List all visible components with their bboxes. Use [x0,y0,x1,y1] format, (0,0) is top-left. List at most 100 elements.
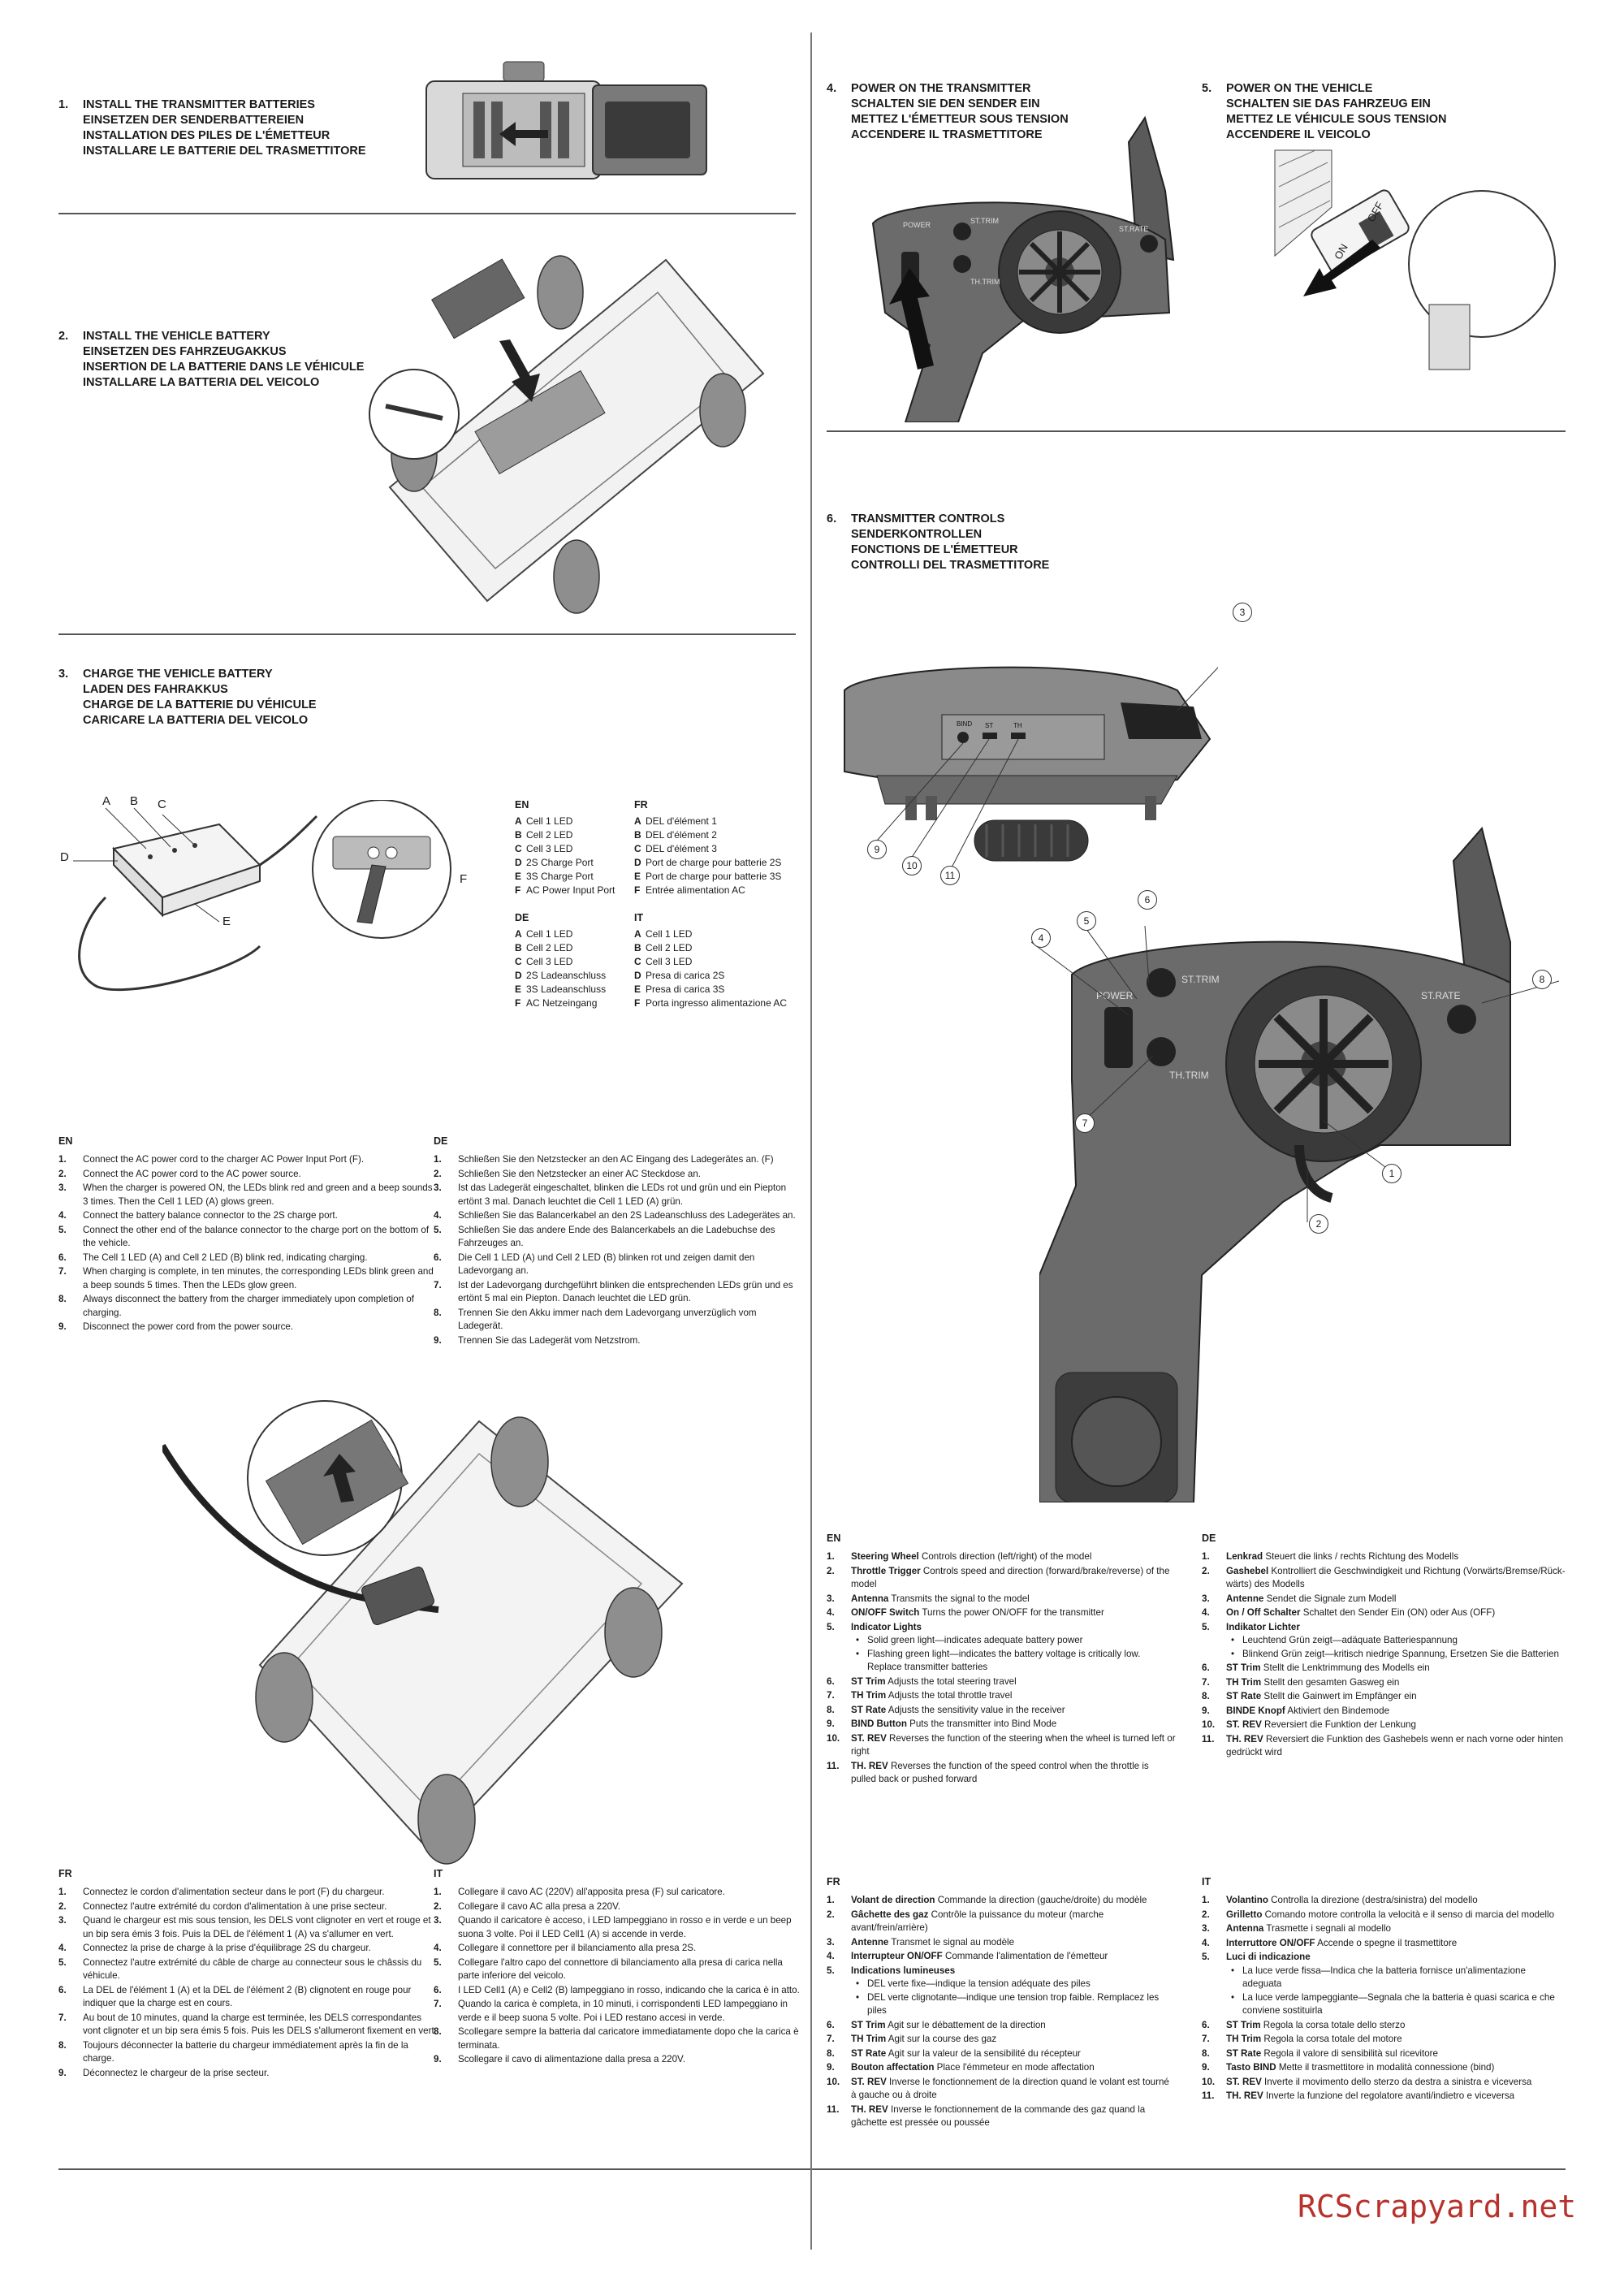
list-item: 7.Quando la carica è completa, in 10 min… [434,1999,788,2023]
divider-step1 [58,213,796,214]
list-item: 5.Indicator LightsSolid green light—indi… [827,1621,1176,1675]
list-item: 4.On / Off Schalter Schaltet den Sender … [1202,1607,1496,1618]
list-item: 5.Indikator LichterLeuchtend Grün zeigt—… [1202,1621,1567,1662]
list-item: 1.Connectez le cordon d'alimentation sec… [58,1887,385,1897]
list-item: 11.TH. REV Reverses the function of the … [827,1760,1149,1785]
list-item: 3.Ist das Ladegerät eingeschaltet, blink… [434,1182,787,1207]
watermark: RCScrapyard.net [1298,2189,1577,2224]
charge-de-list: 1.Schließen Sie den Netzstecker an den A… [434,1153,803,1347]
legend-en-title: EN [515,799,529,811]
charge-de-title: DE [434,1135,448,1147]
callout-4: 4 [1031,928,1051,948]
list-item: 6.The Cell 1 LED (A) and Cell 2 LED (B) … [58,1252,368,1263]
list-item: 4.Connect the battery balance connector … [58,1210,338,1221]
list-item: 1.Volantino Controlla la direzione (dest… [1202,1895,1478,1905]
controls-fr-list: 1.Volant de direction Commande la direct… [827,1894,1176,2130]
list-item: 6.ST Trim Stellt die Lenktrimmung des Mo… [1202,1662,1430,1673]
list-item: 9.Disconnect the power cord from the pow… [58,1321,294,1332]
list-item: 4.Interruttore ON/OFF Accende o spegne i… [1202,1937,1458,1948]
list-item: 2.Schließen Sie den Netzstecker an einer… [434,1168,702,1179]
list-item: 1.Schließen Sie den Netzstecker an den A… [434,1154,774,1165]
legend-it-title: IT [634,912,644,923]
charge-instructions-fr: FR 1.Connectez le cordon d'alimentation … [58,1868,440,2081]
controls-de-list: 1.Lenkrad Steuert die links / rechts Ric… [1202,1550,1567,1760]
controls-fr: FR 1.Volant de direction Commande la dir… [827,1876,1176,2131]
callout-2: 2 [1309,1214,1328,1234]
vehicle-battery-illustration [369,255,765,614]
controls-it-list: 1.Volantino Controlla la direzione (dest… [1202,1894,1567,2103]
tx-th-label: TH [1013,722,1022,729]
tx-thtrim-label-large: TH.TRIM [1169,1070,1209,1081]
list-item: 5.Luci di indicazioneLa luce verde fissa… [1202,1951,1567,2018]
list-item: 8.ST Rate Stellt die Gainwert im Empfäng… [1202,1691,1417,1701]
controls-de: DE 1.Lenkrad Steuert die links / rechts … [1202,1533,1567,1761]
list-item: 3.Antenne Sendet die Signale zum Modell [1202,1593,1397,1604]
list-item: 6.Die Cell 1 LED (A) und Cell 2 LED (B) … [434,1252,755,1277]
charger-label-b: B [130,794,139,808]
list-item: 2.Grilletto Comando motore controlla la … [1202,1909,1555,1920]
list-item: 7.Ist der Ladevorgang durchgeführt blink… [434,1279,793,1304]
list-item: 1.Connect the AC power cord to the charg… [58,1154,365,1165]
list-item: 9.Bouton affectation Place l'émmeteur en… [827,2062,1095,2073]
callout-10: 10 [902,856,922,875]
vehicle-charging-illustration [162,1400,684,1865]
list-item: 3.Antenna Transmits the signal to the mo… [827,1593,1030,1604]
list-item: 11.TH. REV Reversiert die Funktion des G… [1202,1733,1564,1758]
list-item: 3.Antenna Trasmette i segnali al modello [1202,1923,1391,1934]
callout-7: 7 [1075,1113,1095,1133]
list-item: 3.Antenne Transmet le signal au modèle [827,1936,1015,1948]
callout-3: 3 [1233,603,1252,622]
controls-it-title: IT [1202,1876,1212,1887]
list-item: 6.ST Trim Agit sur le débattement de la … [827,2019,1046,2030]
callout-8: 8 [1532,970,1552,989]
list-item: 10.ST. REV Inverte il movimento dello st… [1202,2076,1532,2087]
list-item: 6.I LED Cell1 (A) e Cell2 (B) lampeggian… [434,1984,800,1995]
list-item: 8.Toujours déconnecter la batterie du ch… [58,2039,408,2064]
charge-it-title: IT [434,1868,443,1879]
callout-6: 6 [1138,890,1157,910]
divider-step45 [827,430,1566,432]
list-item: 8.ST Rate Regola il valore di sensibilit… [1202,2047,1438,2059]
list-item: 5.Connectez l'autre extrémité du câble d… [58,1956,422,1982]
list-item: 8.Trennen Sie den Akku immer nach dem La… [434,1307,757,1332]
list-item: 5.Collegare l'altro capo del connettore … [434,1956,783,1982]
list-item: 1.Collegare il cavo AC (220V) all'apposi… [434,1887,725,1897]
list-item: 9.Trennen Sie das Ladegerät vom Netzstro… [434,1334,641,1346]
list-item: 4.Collegare il connettore per il bilanci… [434,1943,697,1953]
callout-1: 1 [1382,1164,1402,1183]
list-item: 9.Déconnectez le chargeur de la prise se… [58,2067,270,2078]
legend-fr-title: FR [634,799,648,811]
transmitter-power-illustration: POWER ST.TRIM ST.RATE TH.TRIM [871,115,1175,422]
charger-illustration [73,800,451,991]
controls-it: IT 1.Volantino Controlla la direzione (d… [1202,1876,1567,2104]
list-item: 4.Interrupteur ON/OFF Commande l'aliment… [827,1951,1108,1961]
center-divider [810,32,812,2250]
list-item: 3.When the charger is powered ON, the LE… [58,1182,433,1207]
list-item: 7.TH Trim Regola la corsa totale del mot… [1202,2034,1402,2044]
callout-lines [1031,926,1559,1222]
vehicle-power-illustration: ON OFF [1274,149,1556,370]
list-item: 2.Collegare il cavo AC alla presa a 220V… [434,1900,621,1912]
transmitter-top-illustration: BIND ST TH [844,666,1218,871]
list-item: 3.Quand le chargeur est mis sous tension… [58,1915,431,1939]
divider-step2 [58,633,796,635]
controls-de-title: DE [1202,1533,1216,1544]
charge-it-list: 1.Collegare il cavo AC (220V) all'apposi… [434,1886,803,2067]
tx-sttrim-label-large: ST.TRIM [1181,974,1220,985]
